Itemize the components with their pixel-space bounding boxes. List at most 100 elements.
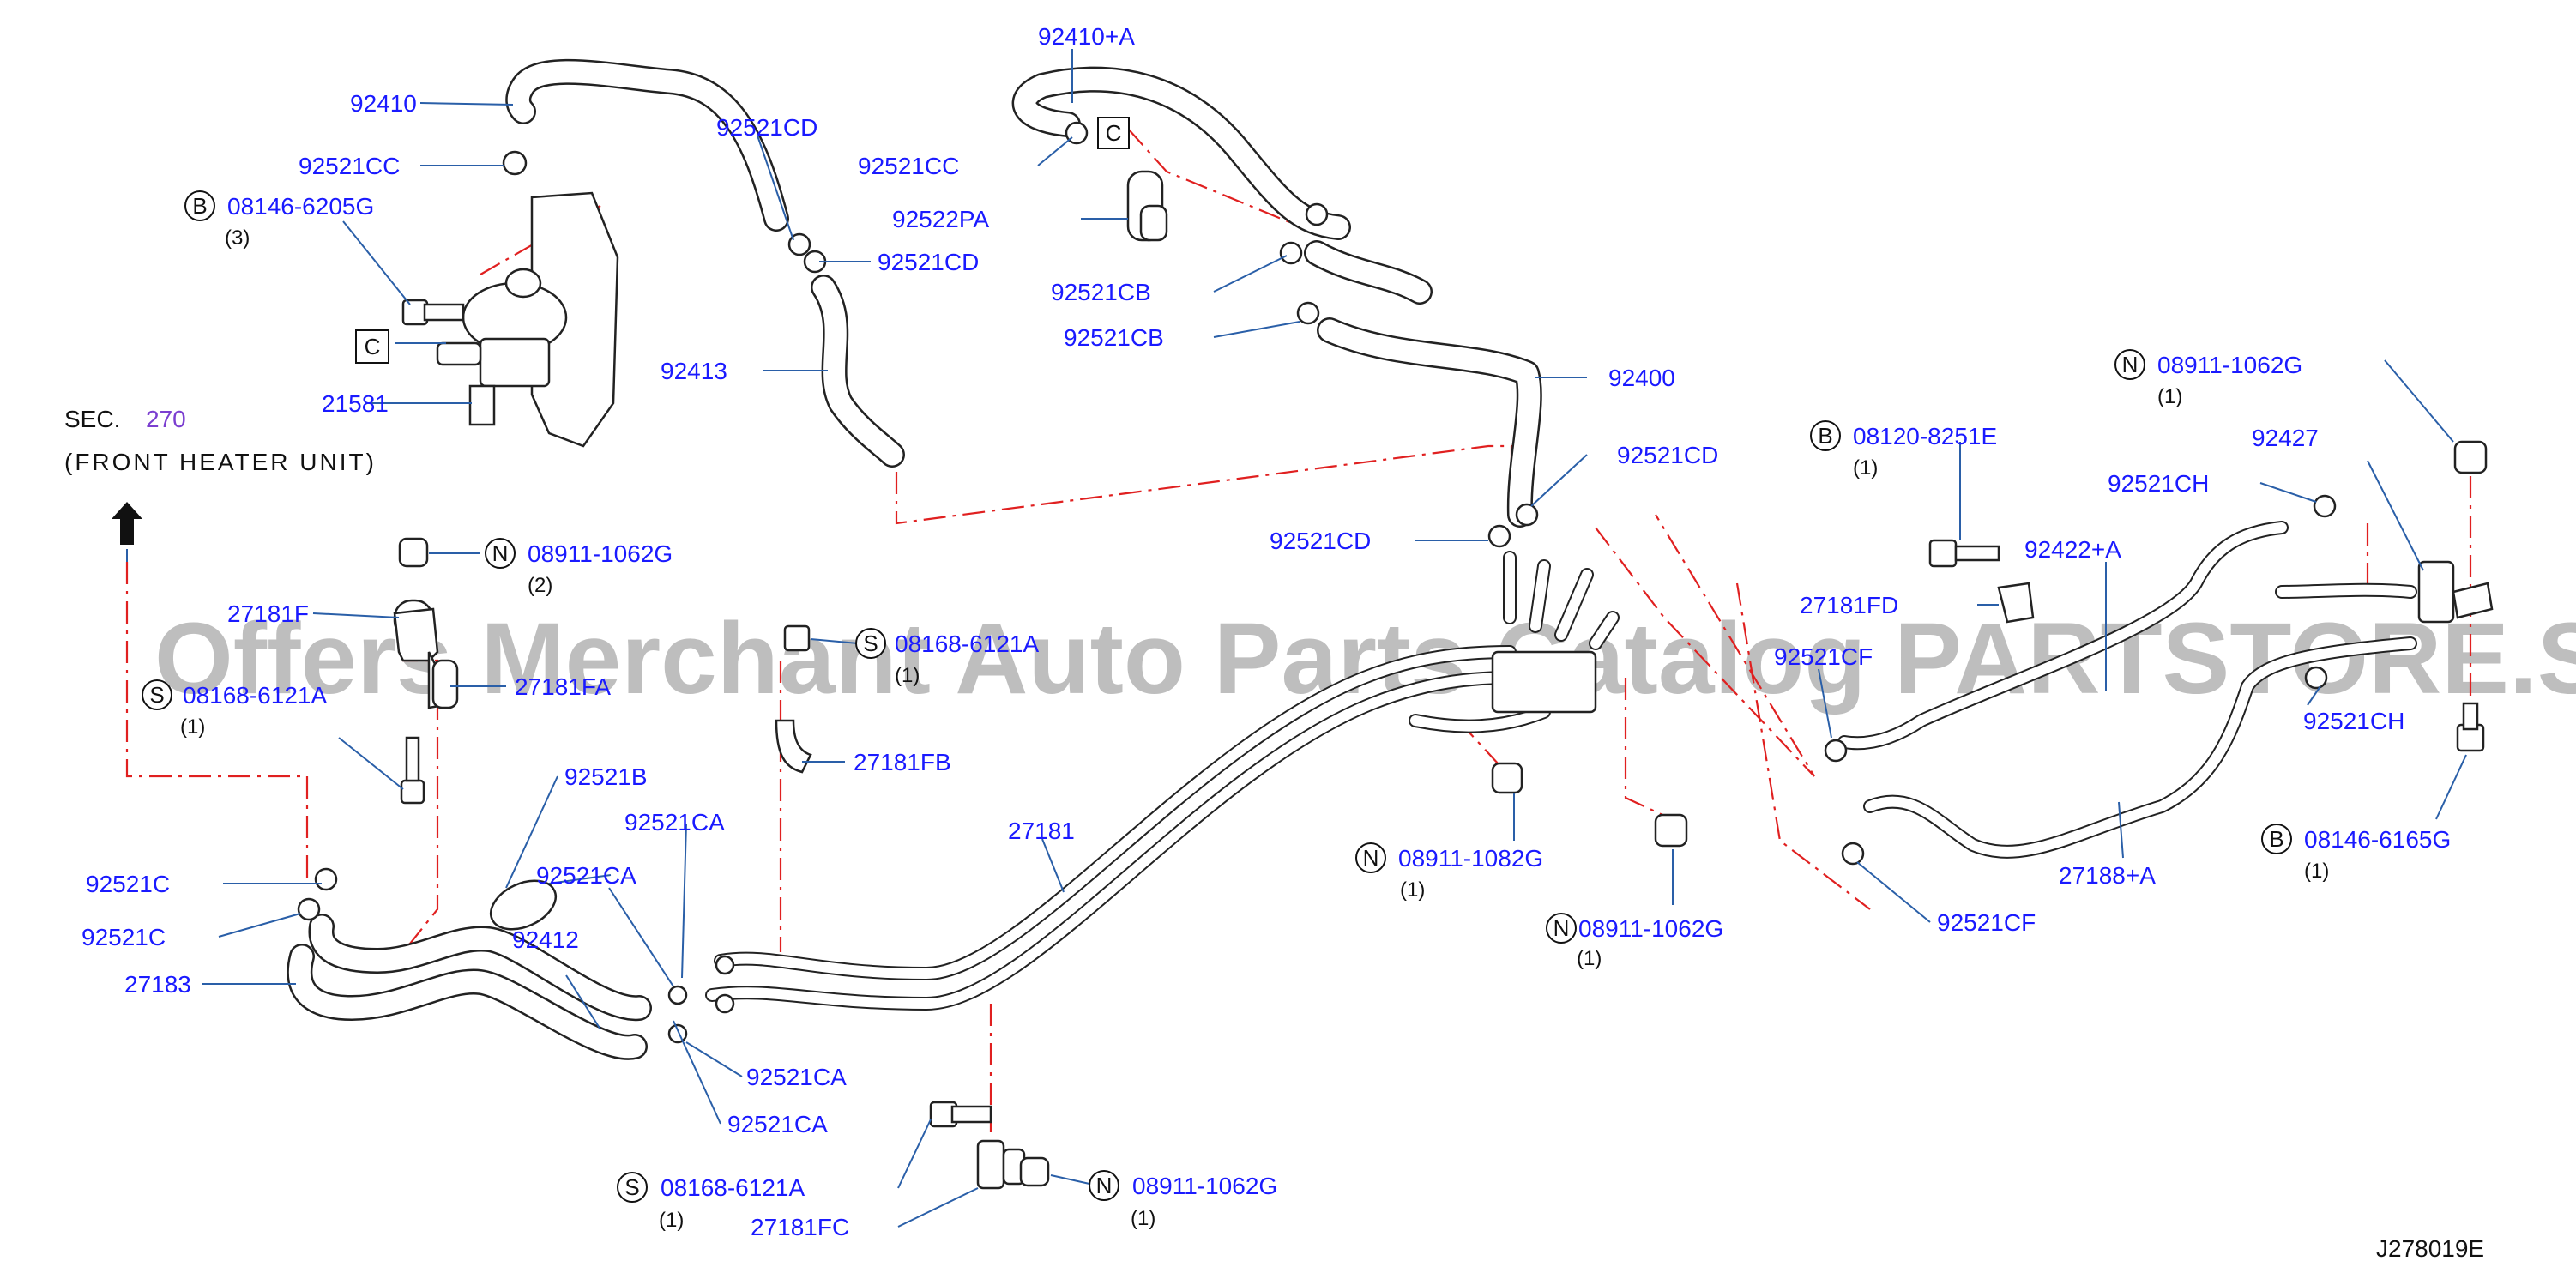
part-label[interactable]: 92521CA	[727, 1111, 828, 1137]
bracket-icon	[775, 719, 812, 774]
svg-text:N: N	[492, 540, 509, 566]
quantity-label: (1)	[180, 715, 205, 739]
part-label[interactable]: 08911-1062G	[1578, 915, 1723, 942]
part-label[interactable]: 92521CF	[1774, 643, 1873, 670]
bolt-icon	[929, 1101, 992, 1128]
svg-text:C: C	[365, 334, 381, 359]
part-label[interactable]: 92410	[350, 90, 417, 117]
part-label[interactable]: 92413	[661, 358, 727, 384]
part-label[interactable]: 92521CD	[1270, 528, 1371, 554]
bracket-icon	[393, 599, 459, 709]
part-label[interactable]: 92521CC	[299, 153, 400, 179]
part-label[interactable]: 92521CD	[878, 249, 979, 275]
part-label[interactable]: 27181FC	[751, 1214, 849, 1240]
part-label[interactable]: 08168-6121A	[895, 630, 1039, 657]
part-label[interactable]: 08911-1062G	[528, 540, 673, 567]
section-description: (FRONT HEATER UNIT)	[64, 449, 377, 475]
part-label[interactable]: 08146-6205G	[227, 193, 374, 220]
callout-s-icon: S	[855, 628, 886, 659]
nut-icon	[1491, 762, 1523, 794]
callout-n-icon: N	[485, 538, 516, 569]
quantity-label: (1)	[1853, 456, 1878, 480]
bolt-icon	[783, 624, 811, 652]
quantity-label: (1)	[1577, 947, 1602, 970]
callout-n-icon: N	[1089, 1170, 1119, 1201]
bracket-icon	[1997, 582, 2035, 624]
callout-n-icon: N	[1355, 842, 1386, 873]
section-number[interactable]: 270	[146, 406, 186, 432]
quantity-label: (1)	[1400, 878, 1425, 902]
part-label[interactable]: 27181	[1008, 817, 1075, 844]
part-label[interactable]: 92521CC	[858, 153, 959, 179]
part-label[interactable]: 08146-6165G	[2304, 826, 2451, 853]
part-label[interactable]: 08168-6121A	[183, 682, 327, 709]
bracket-icon	[2417, 560, 2494, 624]
part-label[interactable]: 92522PA	[892, 206, 989, 232]
part-label[interactable]: 92410+A	[1038, 23, 1135, 50]
part-label[interactable]: 92521CD	[716, 114, 817, 141]
part-label[interactable]: 27181F	[227, 600, 309, 627]
section-sec-label: SEC.	[64, 406, 120, 432]
part-label[interactable]: 92427	[2252, 425, 2319, 451]
part-label[interactable]: 08168-6121A	[661, 1174, 805, 1201]
part-label[interactable]: 92521CB	[1051, 279, 1151, 305]
part-label[interactable]: 92521CH	[2108, 470, 2209, 497]
part-label[interactable]: 27181FB	[854, 749, 951, 775]
svg-text:B: B	[1818, 423, 1832, 449]
callout-c-box-icon: C	[355, 329, 389, 364]
part-label[interactable]: 08120-8251E	[1853, 423, 1997, 449]
callout-n-icon: N	[1546, 913, 1577, 944]
part-label[interactable]: 92521CH	[2303, 708, 2404, 734]
quantity-label: (1)	[659, 1209, 684, 1232]
part-label[interactable]: 27188+A	[2059, 862, 2156, 889]
part-label[interactable]: 08911-1062G	[2157, 352, 2302, 378]
part-label[interactable]: 27181FD	[1800, 592, 1898, 618]
band-clamp-icon	[489, 879, 558, 931]
quantity-label: (3)	[225, 226, 250, 250]
part-label[interactable]: 92412	[512, 926, 579, 953]
part-label[interactable]: 92521CA	[536, 862, 636, 889]
part-label[interactable]: 21581	[322, 390, 389, 417]
callout-n-icon: N	[2114, 349, 2145, 380]
hose-clamp-icons	[297, 121, 2337, 1044]
watermark: Offers Merchant Auto Parts Catalog PARTS…	[154, 602, 2576, 715]
svg-text:B: B	[192, 193, 207, 219]
components	[297, 121, 2494, 1190]
electric-water-pump-icon	[436, 191, 619, 448]
quantity-label: (1)	[2157, 385, 2182, 408]
callout-c-box-icon: C	[1097, 117, 1130, 149]
part-label[interactable]: 92521CF	[1937, 909, 2036, 936]
part-label[interactable]: 92521CA	[624, 809, 725, 836]
part-label[interactable]: 08911-1062G	[1132, 1173, 1277, 1199]
callout-b-icon: B	[2261, 824, 2292, 854]
part-label[interactable]: 92521CB	[1064, 324, 1164, 351]
quantity-label: (1)	[1131, 1207, 1155, 1230]
bolt-icon	[2456, 702, 2485, 752]
bolt-icon	[400, 736, 425, 805]
part-label[interactable]: 92422+A	[2024, 536, 2121, 563]
callout-b-icon: B	[1810, 420, 1841, 451]
part-label[interactable]: 27183	[124, 971, 191, 998]
bolt-icon	[1928, 539, 2000, 568]
part-label[interactable]: 92521CA	[746, 1064, 847, 1090]
part-label[interactable]: 92521CD	[1617, 442, 1718, 468]
part-label[interactable]: 08911-1082G	[1398, 845, 1543, 872]
hoses	[287, 58, 2417, 1060]
part-label[interactable]: 27181FA	[515, 673, 611, 700]
svg-text:N: N	[1096, 1173, 1113, 1198]
svg-text:N: N	[1553, 915, 1570, 941]
part-label[interactable]: 92400	[1608, 365, 1675, 391]
section-reference[interactable]: SEC. 270 (FRONT HEATER UNIT)	[64, 406, 377, 545]
svg-text:B: B	[2269, 826, 2283, 852]
part-labels: 92410 92521CC 08146-6205G (3) 21581 9252…	[81, 23, 2484, 1262]
part-label[interactable]: 92521C	[86, 871, 170, 897]
part-label[interactable]: 92521C	[81, 924, 166, 950]
quantity-label: (2)	[528, 574, 552, 597]
svg-text:S: S	[863, 630, 878, 656]
diagram-code: J278019E	[2376, 1235, 2484, 1262]
svg-text:S: S	[149, 682, 164, 708]
part-label[interactable]: 92521B	[564, 763, 648, 790]
nut-icon	[1654, 813, 1688, 848]
svg-text:N: N	[2122, 352, 2139, 377]
